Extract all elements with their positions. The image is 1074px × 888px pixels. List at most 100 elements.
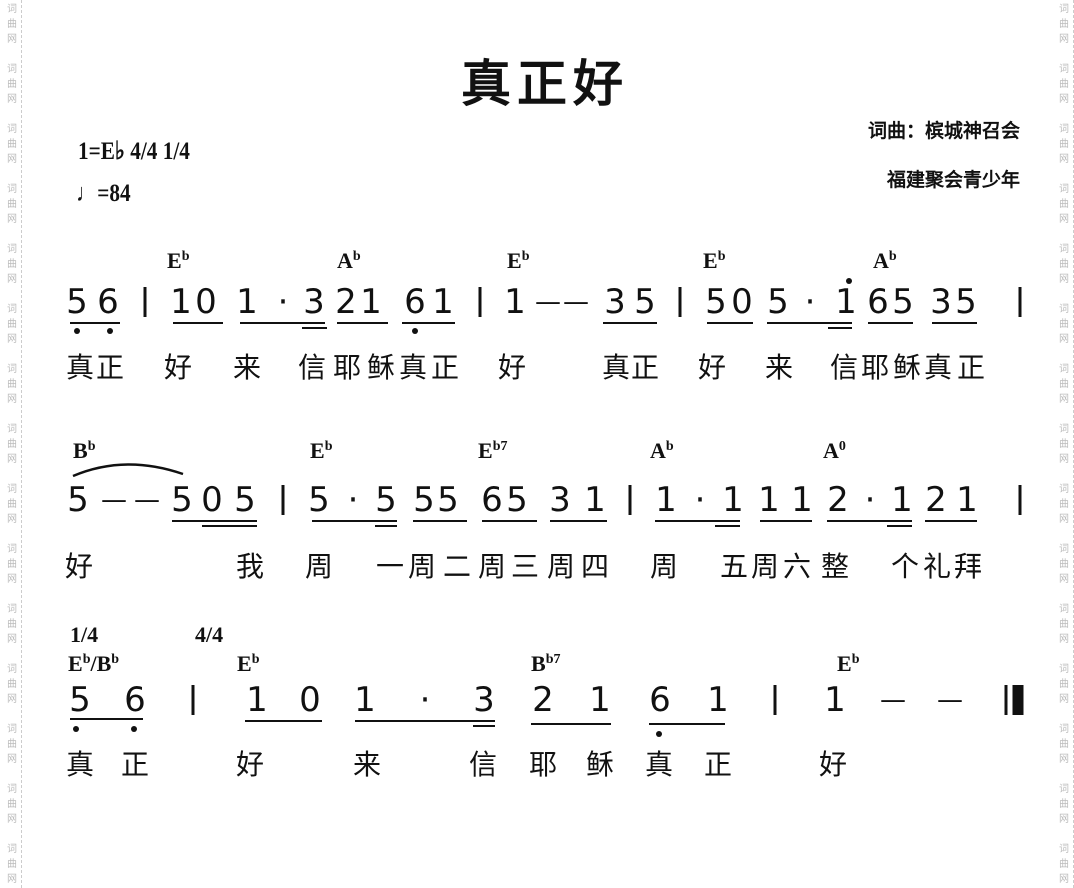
low-octave-dot	[74, 328, 80, 334]
note: 1	[956, 480, 978, 520]
low-octave-dot	[412, 328, 418, 334]
note: 0	[731, 282, 753, 322]
beam-underline	[413, 520, 467, 522]
watermark-text: 词 曲 网	[7, 64, 17, 105]
lyric: 稣	[892, 351, 922, 384]
lyric: 真	[398, 351, 428, 384]
watermark-text: 词 曲 网	[7, 604, 17, 645]
lyric: 周	[750, 550, 780, 583]
tie-arc	[72, 463, 184, 478]
beam-underline	[655, 520, 740, 522]
tempo-marking: ♩=84	[76, 180, 131, 207]
note: 6	[124, 680, 146, 720]
note: 1	[824, 680, 846, 720]
chord-symbol: Eb	[310, 438, 333, 463]
lyric: 真	[601, 351, 631, 384]
watermark-text: 词 曲 网	[7, 844, 17, 885]
beam-underline	[932, 322, 977, 324]
watermark-text: 词 曲 网	[7, 544, 17, 585]
watermark-text: 词 曲 网	[7, 244, 17, 285]
note: 1	[236, 282, 258, 322]
note: 1	[360, 282, 382, 322]
lyric: 稣	[585, 748, 615, 781]
beam-underline	[887, 525, 912, 527]
credit-arranger: 福建聚会青少年	[886, 169, 1020, 191]
lyric: 礼	[922, 550, 952, 583]
beam-underline	[173, 322, 223, 324]
dashed-border	[21, 0, 22, 888]
note: 5	[69, 680, 91, 720]
beam-underline	[375, 525, 397, 527]
chord-symbol: Eb/Bb	[68, 651, 120, 676]
note: 5	[413, 480, 435, 520]
credit-composer: 词曲：槟城神召会	[867, 120, 1020, 142]
chord-symbol: Ab	[337, 248, 361, 273]
watermark-text: 词 曲 网	[7, 364, 17, 405]
lyric: 三	[510, 550, 540, 583]
watermark-text: 词 曲 网	[1059, 244, 1069, 285]
lyric: 周	[649, 550, 679, 583]
dot-extension: ·	[277, 282, 289, 322]
note: 0	[299, 680, 321, 720]
lyric: 六	[782, 550, 812, 583]
watermark-text: 词 曲 网	[7, 664, 17, 705]
beam-underline	[70, 322, 120, 324]
dot-extension: ·	[347, 480, 359, 520]
lyric: 好	[163, 351, 193, 384]
beam-underline	[603, 322, 657, 324]
watermark-text: 词 曲 网	[1059, 604, 1069, 645]
note: 3	[549, 480, 571, 520]
note: 5	[375, 480, 397, 520]
lyric: 个	[890, 550, 920, 583]
note: 5	[705, 282, 727, 322]
lyric: 耶	[332, 351, 362, 384]
watermark-text: 词 曲 网	[7, 424, 17, 465]
low-octave-dot	[656, 731, 662, 737]
barline	[281, 485, 285, 515]
watermark-text: 词 曲 网	[7, 124, 17, 165]
lyric: 好	[64, 550, 94, 583]
note: 2	[532, 680, 554, 720]
note: 5	[234, 480, 256, 520]
note: 6	[97, 282, 119, 322]
note: 2	[925, 480, 947, 520]
note: 5	[634, 282, 656, 322]
chord-symbol: Eb	[167, 248, 190, 273]
barline	[1018, 287, 1022, 317]
watermark-text: 词 曲 网	[1059, 844, 1069, 885]
chord-symbol: Ab	[873, 248, 897, 273]
hold-dash: —	[535, 287, 561, 317]
song-title: 真正好	[461, 54, 629, 113]
note: 1	[432, 282, 454, 322]
note: 1	[170, 282, 192, 322]
lyric: 周	[407, 550, 437, 583]
lyric: 好	[235, 748, 265, 781]
watermark-text: 词 曲 网	[1059, 424, 1069, 465]
lyric: 周	[546, 550, 576, 583]
beam-underline	[70, 718, 143, 720]
lyric: 正	[703, 748, 733, 781]
beam-underline	[925, 520, 977, 522]
hold-dash: —	[880, 685, 906, 715]
watermark-text: 词 曲 网	[1059, 724, 1069, 765]
lyric: 正	[95, 351, 125, 384]
watermark-text: 词 曲 网	[1059, 484, 1069, 525]
chord-symbol: A0	[823, 438, 846, 463]
beam-underline	[355, 720, 495, 722]
note: 5	[767, 282, 789, 322]
note: 5	[955, 282, 977, 322]
time-signature: 4/4	[195, 622, 224, 647]
lyric: 正	[120, 748, 150, 781]
barline	[143, 287, 147, 317]
lyric: 真	[923, 351, 953, 384]
beam-underline	[202, 525, 257, 527]
lyric: 真	[65, 748, 95, 781]
note: 6	[404, 282, 426, 322]
watermark-text: 词 曲 网	[1059, 64, 1069, 105]
note: 5	[506, 480, 528, 520]
barline	[628, 485, 632, 515]
note: 1	[891, 480, 913, 520]
low-octave-dot	[131, 726, 137, 732]
watermark-text: 词 曲 网	[7, 724, 17, 765]
beam-underline	[473, 725, 495, 727]
